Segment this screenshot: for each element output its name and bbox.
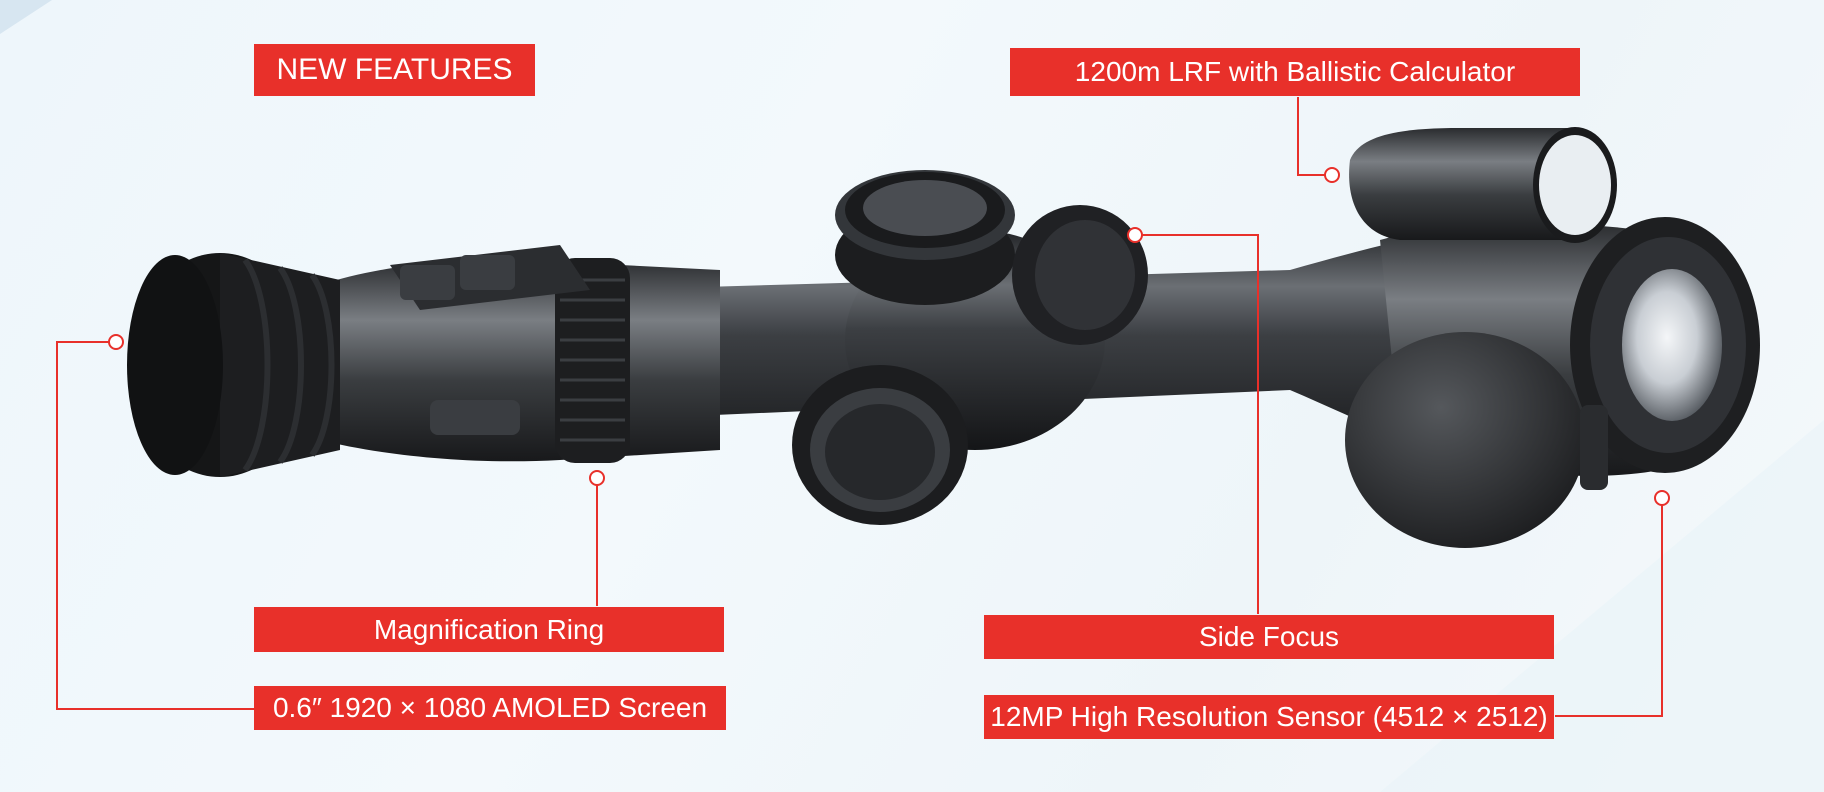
callout-sensor-label: 12MP High Resolution Sensor (4512 × 2512… <box>984 695 1554 739</box>
callout-screen-label: 0.6″ 1920 × 1080 AMOLED Screen <box>254 686 726 730</box>
callout-magnification-label: Magnification Ring <box>254 607 724 652</box>
callout-dot-lrf <box>1324 167 1340 183</box>
callout-dot-side-focus <box>1127 227 1143 243</box>
callout-dot-magnification <box>589 470 605 486</box>
callout-lrf-label: 1200m LRF with Ballistic Calculator <box>1010 48 1580 96</box>
new-features-title: NEW FEATURES <box>254 44 535 96</box>
callout-dot-screen <box>108 334 124 350</box>
callout-side-focus-label: Side Focus <box>984 615 1554 659</box>
callout-dot-sensor <box>1654 490 1670 506</box>
